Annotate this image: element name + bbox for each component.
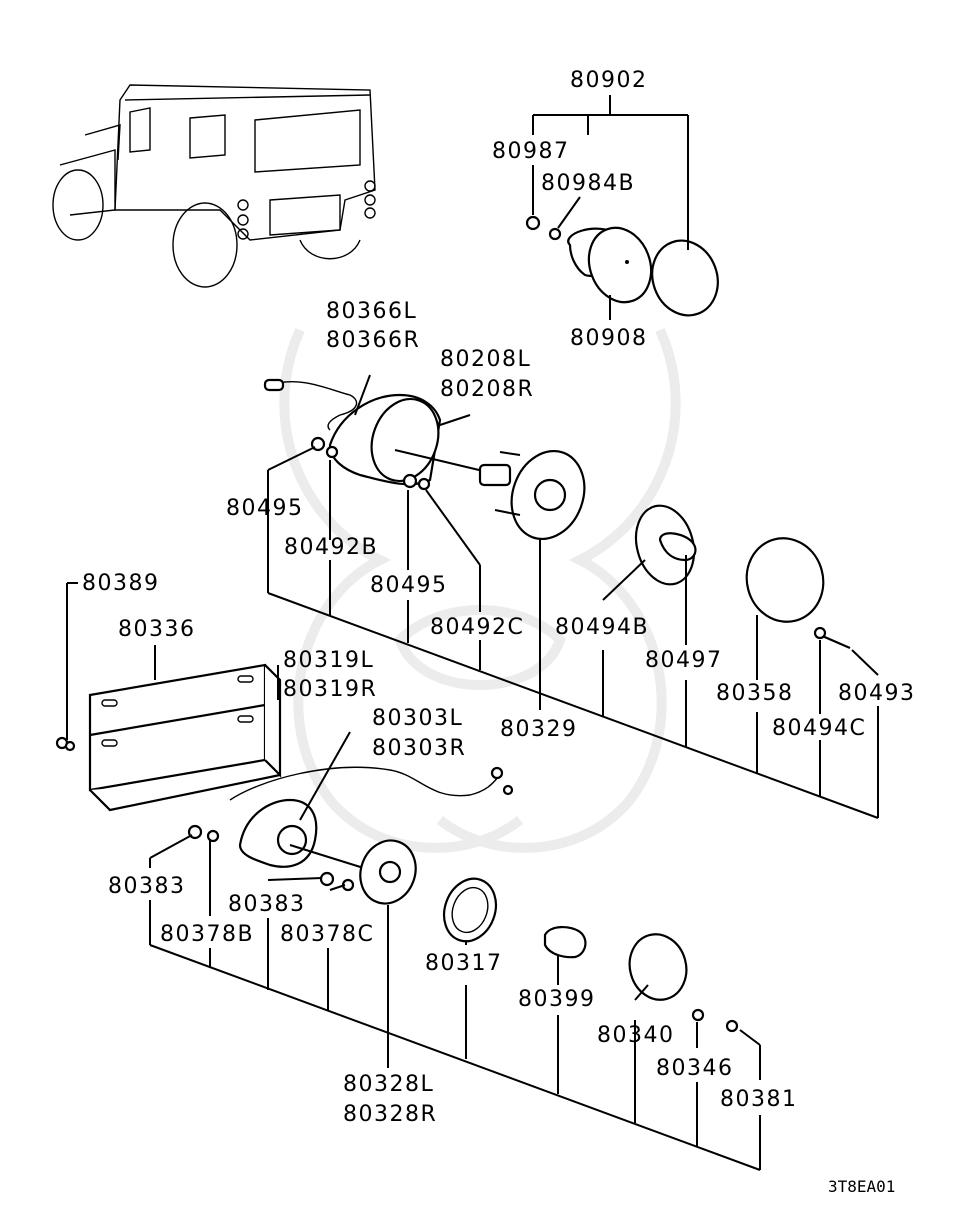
label-80383-left: 80383 <box>108 874 186 899</box>
leader-lines <box>66 95 879 1171</box>
label-80389: 80389 <box>82 571 160 596</box>
label-80328R: 80328R <box>343 1102 437 1127</box>
label-80492C: 80492C <box>430 615 524 640</box>
label-80340: 80340 <box>597 1023 675 1048</box>
label-80495-lower: 80495 <box>370 573 448 598</box>
label-80494B: 80494B <box>555 615 649 640</box>
label-80328L: 80328L <box>343 1072 434 1097</box>
label-80493: 80493 <box>838 681 916 706</box>
label-80319L: 80319L <box>283 648 374 673</box>
label-80381: 80381 <box>720 1087 798 1112</box>
label-80492B: 80492B <box>284 535 378 560</box>
label-80303R: 80303R <box>372 736 466 761</box>
label-80378B: 80378B <box>160 922 254 947</box>
label-80383-mid: 80383 <box>228 892 306 917</box>
label-80303L: 80303L <box>372 706 463 731</box>
watermark-emblem <box>279 327 681 853</box>
label-80494C: 80494C <box>772 716 866 741</box>
label-80378C: 80378C <box>280 922 374 947</box>
lower-lamp-housing <box>187 766 514 905</box>
label-80208L: 80208L <box>440 347 531 372</box>
jeep-illustration <box>52 84 376 288</box>
lower-small-parts <box>442 877 739 1033</box>
label-80329: 80329 <box>500 717 578 742</box>
label-80902: 80902 <box>570 68 648 93</box>
label-80208R: 80208R <box>440 377 534 402</box>
label-80358: 80358 <box>716 681 794 706</box>
label-80336: 80336 <box>118 617 196 642</box>
label-80495-upper: 80495 <box>226 496 304 521</box>
label-80346: 80346 <box>656 1056 734 1081</box>
upper-lamp-housing <box>263 378 586 541</box>
label-80366L: 80366L <box>326 299 417 324</box>
label-80987: 80987 <box>492 139 570 164</box>
label-80366R: 80366R <box>326 328 420 353</box>
label-80319R: 80319R <box>283 677 377 702</box>
label-80399: 80399 <box>518 987 596 1012</box>
gasket-bulb-lens <box>634 504 851 650</box>
label-80497: 80497 <box>645 648 723 673</box>
plate-bracket <box>55 663 282 812</box>
part-labels: 80902 80987 80984B 80908 80366L 80366R 8… <box>82 68 916 1196</box>
label-80908: 80908 <box>570 326 648 351</box>
reflector-assembly <box>525 215 719 317</box>
diagram-code: 3T8EA01 <box>828 1177 895 1196</box>
label-80984B: 80984B <box>541 171 635 196</box>
label-80317: 80317 <box>425 951 503 976</box>
